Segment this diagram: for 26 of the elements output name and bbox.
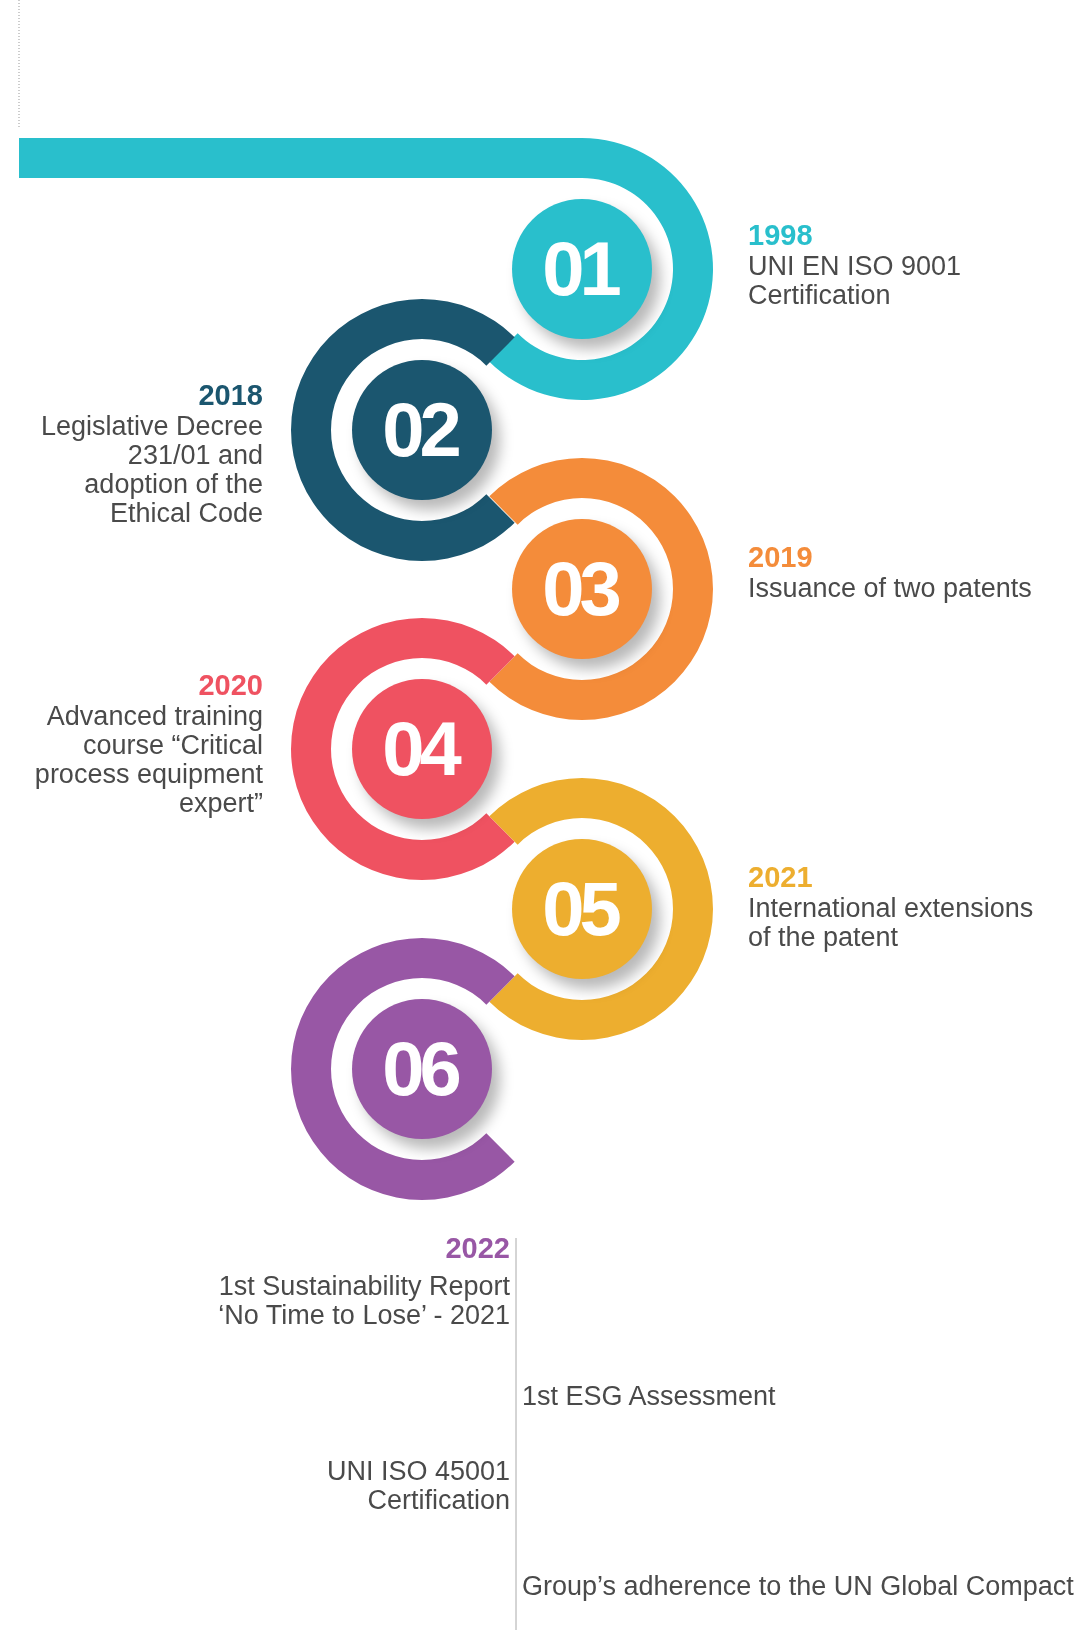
step-number: 01 [542, 231, 617, 307]
milestone-text: UNI ISO 45001 Certification [325, 1457, 510, 1515]
step-number: 04 [382, 711, 457, 787]
milestone-text: 1st Sustainability Report ‘No Time to Lose’ - 2021 [217, 1272, 510, 1330]
number-circle [352, 679, 492, 819]
number-circle [512, 519, 652, 659]
milestone-text: 1st ESG Assessment [522, 1382, 777, 1411]
milestone-text: Issuance of two patents [748, 574, 1033, 603]
step-number: 02 [382, 392, 457, 468]
year-label: 1998 [748, 218, 813, 252]
milestone-text: Group’s adherence to the UN Global Compact [522, 1572, 1075, 1601]
milestone-text: Advanced training course “Critical process equipment expert” [33, 702, 263, 818]
year-label: 2022 [444, 1234, 510, 1263]
milestone-text: International extensions of the patent [748, 894, 1035, 952]
number-circle [352, 999, 492, 1139]
milestone-text: Legislative Decree 231/01 and adoption of the Ethical Code [39, 412, 263, 528]
number-circle [512, 839, 652, 979]
year-label: 2019 [748, 540, 813, 574]
number-circle [352, 360, 492, 500]
year-label: 2020 [198, 668, 263, 702]
year-label: 2018 [198, 378, 263, 412]
step-number: 06 [382, 1031, 457, 1107]
year-label: 2021 [748, 860, 813, 894]
milestone-text: UNI EN ISO 9001 Certification [748, 252, 963, 310]
step-number: 05 [542, 871, 617, 947]
step-number: 03 [542, 551, 617, 627]
